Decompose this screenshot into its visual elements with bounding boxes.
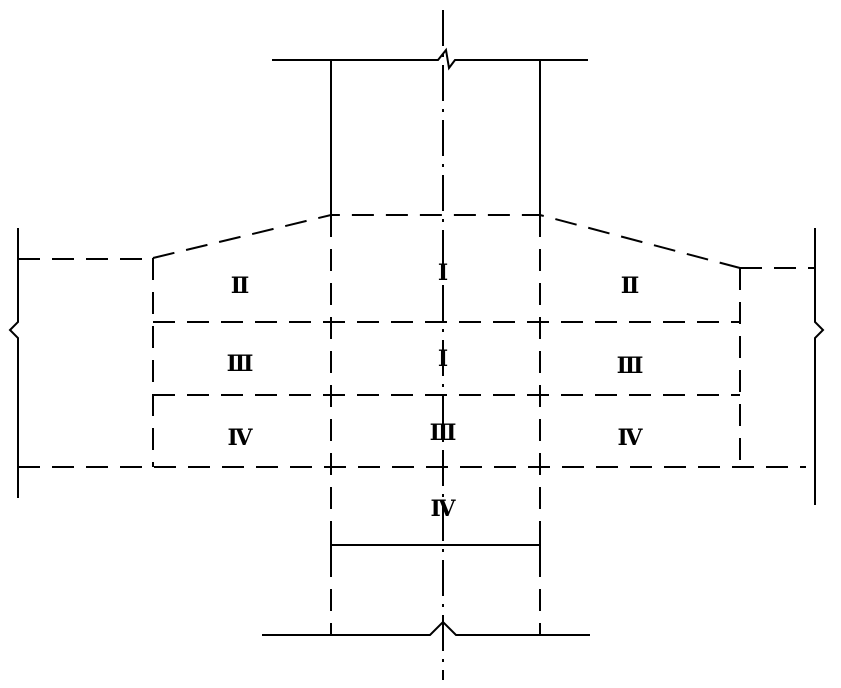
- top-break-line: [272, 47, 588, 71]
- zone-label: Ⅳ: [618, 425, 644, 451]
- bottom-break-line: [262, 620, 590, 636]
- zone-label: Ⅳ: [431, 496, 457, 522]
- zone-label: Ⅲ: [430, 420, 457, 446]
- right-break-line: [814, 228, 825, 505]
- dimension-line: [330, 535, 541, 555]
- zone-label: Ⅱ: [621, 273, 640, 299]
- zone-top-boundary: [152, 214, 741, 269]
- left-break-line: [8, 228, 19, 498]
- zone-label: Ⅲ: [617, 353, 644, 379]
- zone-label: Ⅰ: [438, 260, 448, 286]
- zone-label: Ⅱ: [231, 273, 250, 299]
- zone-label: Ⅳ: [228, 425, 254, 451]
- zone-label: Ⅰ: [438, 346, 448, 372]
- zone-label: Ⅲ: [227, 351, 254, 377]
